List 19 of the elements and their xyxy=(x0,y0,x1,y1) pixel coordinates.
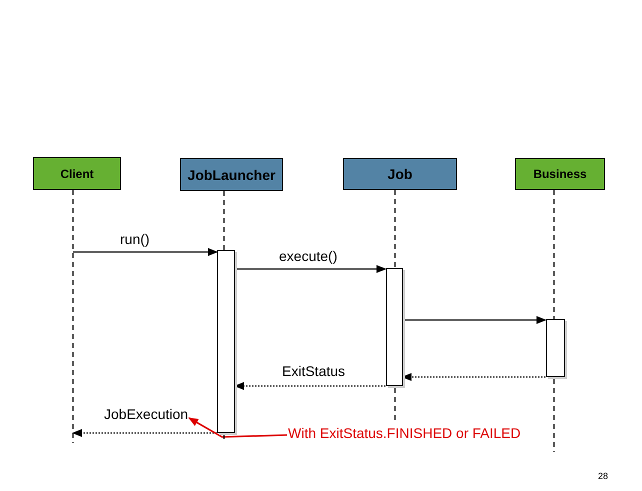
annotation-text: With ExitStatus.FINISHED or FAILED xyxy=(288,425,521,441)
return-message-arrow xyxy=(72,429,217,437)
message-arrow xyxy=(235,265,386,273)
message-label: run() xyxy=(120,231,150,247)
lifeline-header: Client xyxy=(33,157,121,190)
message-arrow xyxy=(402,316,546,324)
message-label: ExitStatus xyxy=(282,363,346,379)
activation-bar xyxy=(386,268,402,386)
lifeline-header: Job xyxy=(343,158,457,190)
lifeline-header: Business xyxy=(515,158,605,190)
page-number: 28 xyxy=(598,471,608,481)
return-message-arrow xyxy=(234,382,386,390)
activation-bar xyxy=(217,250,235,433)
lifeline-header: JobLauncher xyxy=(180,158,283,191)
message-arrow xyxy=(188,417,288,438)
message-arrow xyxy=(73,248,218,256)
activation-bar xyxy=(546,319,564,377)
message-label: JobExecution xyxy=(104,406,188,422)
message-label: execute() xyxy=(279,248,338,264)
